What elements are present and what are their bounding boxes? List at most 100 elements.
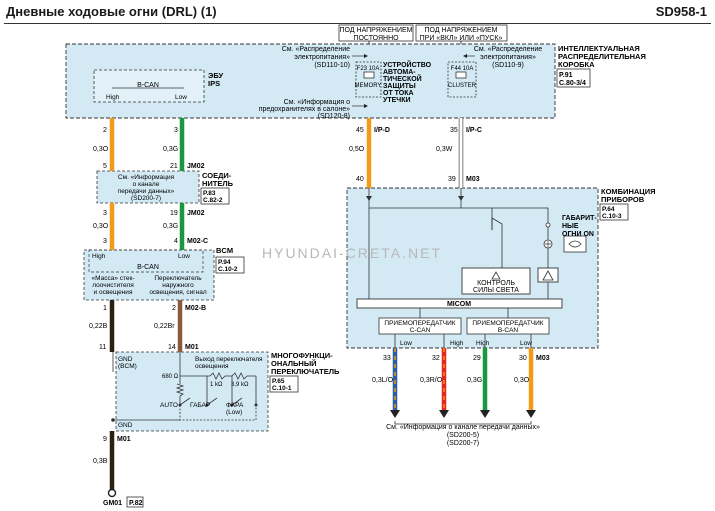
- bcm-bcan-label: B-CAN: [137, 264, 159, 271]
- side-light-icon: [568, 240, 582, 248]
- cluster-ref-box: [599, 203, 629, 221]
- always-label-box: [338, 24, 414, 42]
- ground-ref-box: [126, 496, 144, 508]
- pin-mfs-14: 14: [168, 344, 176, 351]
- ref-power-right-1: См. «Распределение: [474, 46, 542, 53]
- gauge-lo: 0,3L/O: [372, 377, 394, 384]
- connector-box: См. «Информация о канале передачи данных…: [96, 170, 234, 205]
- connector-title-1: СОЕДИ-: [202, 171, 232, 180]
- mfs-title-2: ОНАЛЬНЫЙ: [271, 359, 317, 368]
- mfs-r3-label: 3,9 kΩ: [231, 382, 249, 388]
- conn-jm02-top: JM02: [187, 163, 205, 170]
- mfs-title-1: МНОГОФУНКЦИ-: [271, 351, 333, 360]
- fuse-f44-label: CLUSTER: [448, 83, 477, 89]
- pin-cluster-32: 32: [432, 355, 440, 362]
- pin-bcm-4: 4: [174, 238, 178, 245]
- bcan-low-label: Low: [520, 340, 532, 347]
- pin-bcm-3: 3: [103, 238, 107, 245]
- conn-jm02-bottom: JM02: [187, 210, 205, 217]
- cluster-note-1: См. «Информация о канале передачи данных…: [386, 424, 540, 431]
- gauge-o: 0,3O: [514, 377, 530, 384]
- ground-label: GM01: [103, 500, 122, 507]
- gauge-orange-2: 0,3O: [93, 223, 109, 230]
- pin-bcm-2: 2: [172, 305, 176, 312]
- bcm-right-text-1: Переключатель: [154, 275, 202, 282]
- mfs-resistor-1k: [209, 372, 232, 380]
- always-line-2: ПОСТОЯННО: [353, 35, 399, 42]
- ref-power-left-2: электропитания»: [294, 54, 350, 61]
- connector-outline: [96, 170, 200, 204]
- bcm-ref-conn: C.10-2: [218, 266, 238, 273]
- pin-ijb-45: 45: [356, 127, 364, 134]
- pin-cluster-29: 29: [473, 355, 481, 362]
- conn-m03-top: M03: [466, 176, 480, 183]
- ips-high-label: High: [106, 94, 120, 101]
- gauge-green-1: 0,3G: [163, 146, 178, 153]
- cluster-ref-page: P.64: [602, 206, 615, 213]
- fuse-f44-rating: F44 10A: [451, 66, 474, 72]
- ref-fuses-3: (SD120-8): [318, 113, 350, 120]
- transceiver-leads: [394, 334, 532, 348]
- fuse-f23-icon: [363, 71, 375, 79]
- ips-ecu-box: [93, 69, 205, 103]
- on-start-label-box: [415, 24, 508, 42]
- conn-m02c: M02-C: [187, 238, 208, 245]
- protection-line-5: ОТ ТОКА: [383, 90, 414, 97]
- fuse-f23-outline: [355, 61, 382, 98]
- connector-note-1: См. «Информация: [118, 174, 175, 181]
- micom-bar: [356, 298, 563, 309]
- arrow-30: [526, 410, 536, 418]
- ref-power-left-3: (SD110-10): [314, 62, 350, 69]
- mfs-ref-box: [269, 375, 299, 393]
- ccan-line-1: ПРИЕМОПЕРЕДАТЧИК: [384, 320, 455, 327]
- pin-cluster-33: 33: [383, 355, 391, 362]
- pin-ijb-35: 35: [450, 127, 458, 134]
- conn-m01-top: M01: [185, 344, 199, 351]
- mfs-gnd-bus: [179, 405, 257, 421]
- mfs-light-out-2: освещения: [195, 363, 229, 370]
- cluster-note-2: (SD200-5): [447, 432, 479, 439]
- protection-line-1: УСТРОЙСТВО: [383, 60, 432, 69]
- bcm-left-text-1: «Масса» стек-: [91, 275, 134, 282]
- connector-note-3: передачи данных»: [118, 188, 175, 195]
- gauge-white-ipc: 0,3W: [436, 146, 453, 153]
- bcm-ref-box: [215, 256, 245, 274]
- fuse-f44-icon: [455, 71, 467, 79]
- mfs-ref-page: P.65: [272, 378, 285, 385]
- header-divider: [4, 23, 711, 24]
- bcm-bcan-box: [88, 249, 204, 273]
- wire-labels: 2 0,3O 5 3 0,3G 21 JM02 3 0,3O 3 19 JM02…: [89, 127, 550, 465]
- fuse-f23-rating: F23 10A: [357, 66, 380, 72]
- bcm-right-text-2: наружного: [162, 282, 194, 289]
- instrument-cluster: КОМБИНАЦИЯ ПРИБОРОВ P.64 C.10-3 ГАБАРИТ-…: [346, 187, 656, 349]
- connector-note-4: (SD200-7): [131, 195, 161, 202]
- pin-mfs-9: 9: [103, 436, 107, 443]
- connector-ref-page: P.83: [203, 190, 216, 197]
- ccan-high-label: High: [450, 340, 464, 347]
- gauge-orange-ipd: 0,5O: [349, 146, 365, 153]
- fuse-f23-label: MEMORY: [355, 83, 382, 89]
- ground-icon: [107, 488, 117, 498]
- brightness-control-icon: [491, 271, 501, 280]
- warning-triangle-icon: [542, 270, 554, 281]
- bcm-ref-page: P.94: [218, 259, 231, 266]
- on-start-line-1: ПОД НАПРЯЖЕНИЕМ: [425, 27, 498, 34]
- bcm-outline: [83, 249, 215, 301]
- cluster-transistor: [491, 208, 503, 268]
- mfs-gabar-label: ГАБАР: [190, 402, 210, 409]
- ips-bcan-label: B-CAN: [137, 82, 159, 89]
- connector-title-2: НИТЕЛЬ: [202, 179, 234, 188]
- ground-ref: P.82: [129, 500, 143, 507]
- bcm-high-label: High: [92, 253, 106, 260]
- cluster-title-2: ПРИБОРОВ: [601, 195, 645, 204]
- fuse-f44-outline: [447, 61, 477, 98]
- pin-conn-19: 19: [170, 210, 178, 217]
- mfs-switch-leads: [179, 376, 257, 404]
- ips-title-1: ЭБУ: [208, 71, 224, 80]
- connector-note-2: о канале: [133, 181, 160, 188]
- ccan-low-label: Low: [400, 340, 412, 347]
- gauge-orange-1: 0,3O: [93, 146, 109, 153]
- conn-m01-bottom: M01: [117, 436, 131, 443]
- gauge-green-2: 0,3G: [163, 223, 178, 230]
- cluster-internal-links: [368, 208, 549, 318]
